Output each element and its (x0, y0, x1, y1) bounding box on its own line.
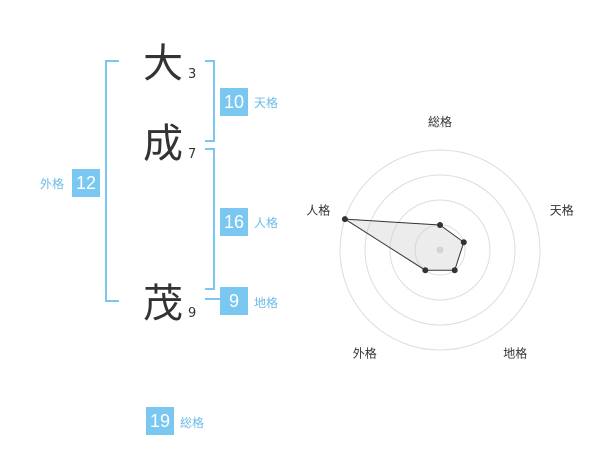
gaikaku-label: 外格 (40, 177, 65, 191)
jinkaku-bracket (205, 148, 215, 290)
radar-axis-label-3: 地格 (503, 346, 527, 361)
name-char-1-strokes: 3 (188, 67, 197, 82)
radar-axis-label-1: 総格 (428, 114, 452, 129)
chikaku-connector (205, 298, 220, 300)
name-char-2: 成 (143, 121, 183, 167)
radar-ring-3 (364, 174, 516, 326)
jinkaku-value: 16 (220, 208, 248, 236)
radar-point-4 (422, 267, 429, 274)
chikaku-value: 9 (220, 287, 248, 315)
radar-axis-label-4: 外格 (353, 346, 377, 361)
chikaku-label: 地格 (254, 296, 279, 310)
soukaku-label: 総格 (180, 416, 205, 430)
radar-axis-label-2: 天格 (550, 202, 574, 217)
name-char-1: 大 (143, 41, 183, 87)
radar-area (344, 218, 465, 271)
tenkaku-value: 10 (220, 88, 248, 116)
name-char-3: 茂 (143, 281, 183, 327)
name-char-3-strokes: 9 (188, 306, 197, 321)
radar-point-3 (451, 267, 458, 274)
soukaku-value: 19 (146, 407, 174, 435)
radar-center (436, 246, 444, 254)
radar-point-5 (341, 216, 348, 223)
radar-point-2 (460, 239, 467, 246)
radar-ring-4 (339, 149, 541, 351)
gaikaku-bracket (105, 60, 119, 302)
radar-point-1 (437, 222, 443, 228)
radar-ring-2 (389, 199, 491, 301)
tenkaku-bracket (205, 60, 215, 142)
radar-axis-label-5: 人格 (306, 202, 330, 217)
gaikaku-value: 12 (72, 169, 100, 197)
tenkaku-label: 天格 (254, 96, 279, 110)
jinkaku-label: 人格 (254, 216, 279, 230)
name-char-2-strokes: 7 (188, 147, 197, 162)
